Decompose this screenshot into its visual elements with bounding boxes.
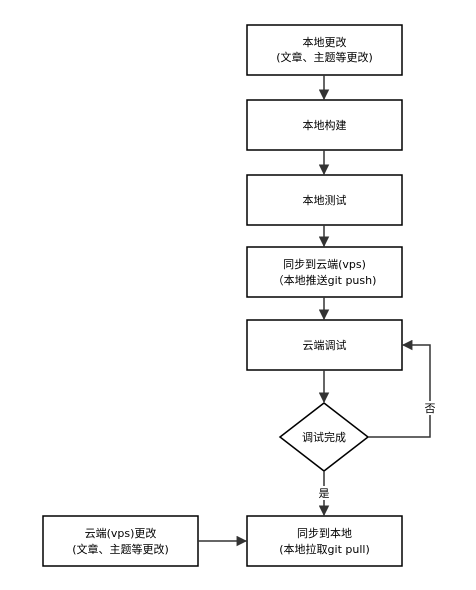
node-local-change-line2: (文章、主题等更改)	[276, 50, 373, 64]
node-debug-done-label: 调试完成	[302, 430, 346, 444]
node-sync-to-local-line2: (本地拉取git pull)	[279, 542, 370, 556]
node-cloud-change-line2: (文章、主题等更改)	[72, 542, 169, 556]
node-sync-to-cloud-line2: （本地推送git push)	[273, 273, 377, 287]
node-cloud-change-line1: 云端(vps)更改	[85, 526, 157, 540]
node-local-build: 本地构建	[246, 99, 403, 151]
node-local-change-line1: 本地更改	[303, 35, 347, 49]
node-cloud-change: 云端(vps)更改 (文章、主题等更改)	[42, 515, 199, 567]
node-local-change: 本地更改 (文章、主题等更改)	[246, 24, 403, 76]
edge-yes-label-bg	[317, 486, 331, 500]
node-cloud-debug-label: 云端调试	[303, 339, 347, 352]
node-sync-to-cloud-line1: 同步到云端(vps)	[283, 258, 366, 271]
edge-yes-label: 是	[319, 487, 330, 500]
node-debug-done-decision: 调试完成	[278, 402, 370, 472]
node-sync-to-local-line1: 同步到本地	[297, 526, 352, 540]
node-local-test: 本地测试	[246, 174, 403, 226]
node-sync-to-cloud: 同步到云端(vps) （本地推送git push)	[246, 246, 403, 298]
node-sync-to-local: 同步到本地 (本地拉取git pull)	[246, 515, 403, 567]
node-local-build-label: 本地构建	[303, 118, 347, 132]
node-local-test-label: 本地测试	[303, 193, 347, 207]
node-cloud-debug: 云端调试	[246, 319, 403, 371]
edge-no-label-bg	[423, 401, 437, 415]
edge-no-label: 否	[425, 402, 436, 415]
edge-decision-no-loop	[368, 339, 431, 438]
